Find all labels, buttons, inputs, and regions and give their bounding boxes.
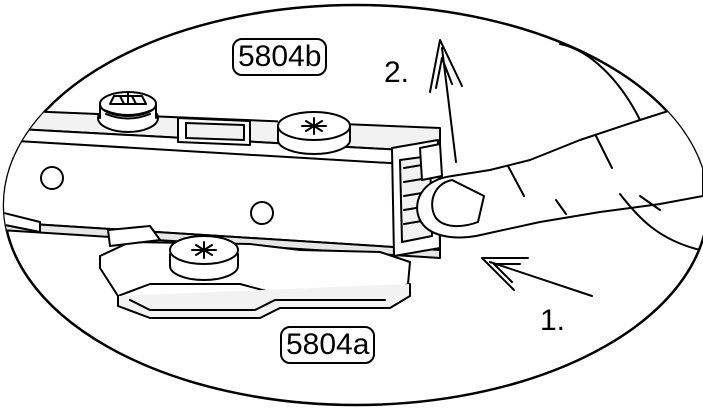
arrow-step-one [481,257,593,297]
cross-head-screw-bottom [169,235,239,281]
part-label-top: 5804b [232,38,328,76]
rail-hole-right [250,201,274,225]
part-label-bottom: 5804a [280,326,376,364]
cross-head-screw-top [277,111,351,155]
step-two-label: 2. [384,56,410,89]
rail-hole-left [40,166,64,190]
step-one-label: 1. [540,304,566,337]
arrow-step-two [429,39,463,163]
adjustment-screw-top-left [97,91,159,133]
pressing-finger [416,43,703,251]
